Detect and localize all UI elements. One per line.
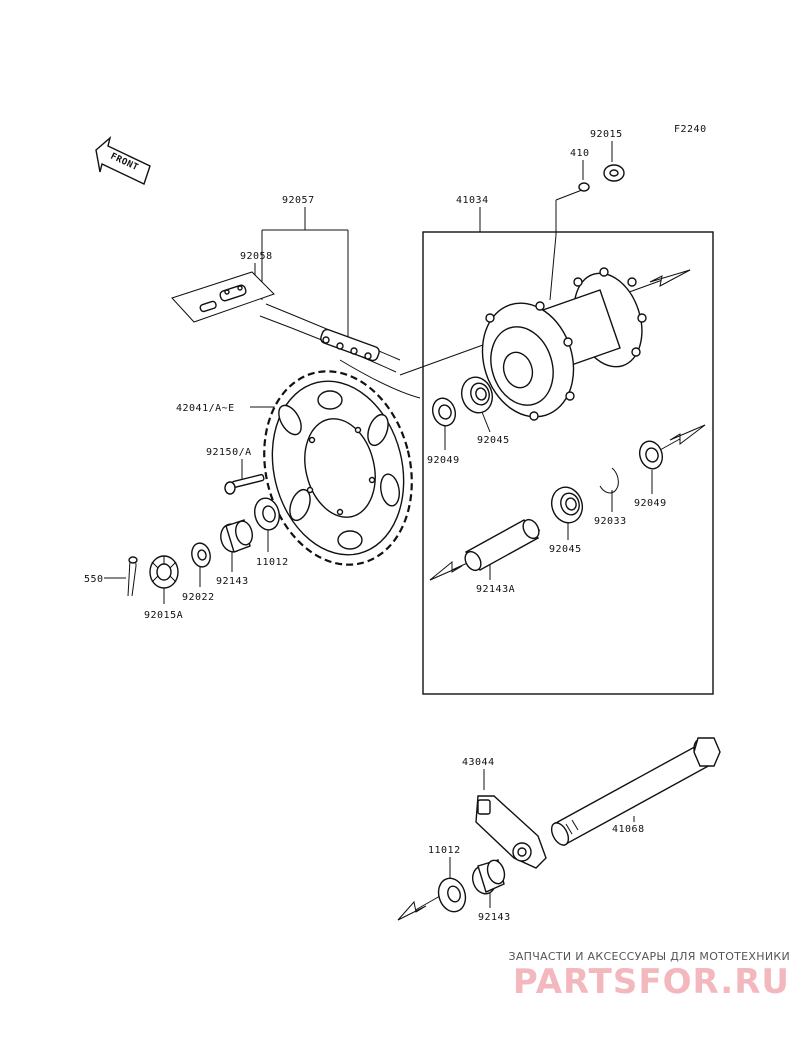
label-92143-upper: 92143 [216, 576, 249, 587]
label-92150: 92150/A [206, 447, 252, 458]
label-11012-lower: 11012 [428, 845, 461, 856]
label-43044: 43044 [462, 757, 495, 768]
label-92033: 92033 [594, 516, 627, 527]
label-41034: 41034 [456, 195, 489, 206]
bolt-92150 [224, 473, 265, 495]
drive-chain-92057 [259, 303, 421, 399]
label-92049-left: 92049 [427, 455, 460, 466]
watermark-brand: PARTSFOR.RU [512, 962, 790, 1002]
axle-41068 [550, 737, 721, 846]
label-92022: 92022 [182, 592, 215, 603]
collar-92143-lower [471, 859, 506, 895]
label-92057: 92057 [282, 195, 315, 206]
hub-assembly-frame [422, 231, 714, 695]
master-link-92058 [171, 271, 275, 323]
label-42041: 42041/A~E [176, 403, 235, 414]
chain-adjuster-43044 [475, 795, 547, 869]
label-11012-upper: 11012 [256, 557, 289, 568]
collar-11012-upper [254, 497, 280, 531]
cotter-pin-550 [127, 556, 138, 597]
circlip-92033 [599, 467, 619, 494]
label-92049-right: 92049 [634, 498, 667, 509]
rear-sprocket-42041 [263, 370, 413, 566]
figure-code: F2240 [674, 124, 707, 135]
bearing-92045-lower [550, 486, 584, 524]
rear-hub-41034 [399, 267, 691, 421]
oil-seal-92049-left [431, 397, 457, 427]
label-410: 410 [570, 148, 590, 159]
washer-410 [578, 182, 590, 192]
label-92143A: 92143A [476, 584, 515, 595]
label-41068: 41068 [612, 824, 645, 835]
spacer-92143A [464, 518, 540, 572]
label-92045-upper: 92045 [477, 435, 510, 446]
castle-nut-92015A [149, 555, 179, 589]
label-92045-lower: 92045 [549, 544, 582, 555]
label-92015A: 92015A [144, 610, 183, 621]
nut-92015 [603, 164, 625, 182]
label-92058: 92058 [240, 251, 273, 262]
watermark-caption: ЗАПЧАСТИ И АКСЕССУАРЫ ДЛЯ МОТОТЕХНИКИ [508, 950, 790, 963]
label-92143-lower: 92143 [478, 912, 511, 923]
label-550: 550 [84, 574, 104, 585]
collar-11012-lower [437, 877, 467, 913]
washer-92022 [191, 542, 211, 568]
oil-seal-92049-right [638, 440, 664, 470]
collar-92143-upper [220, 519, 253, 553]
label-92015: 92015 [590, 129, 623, 140]
front-arrow-icon: FRONT [95, 136, 151, 185]
